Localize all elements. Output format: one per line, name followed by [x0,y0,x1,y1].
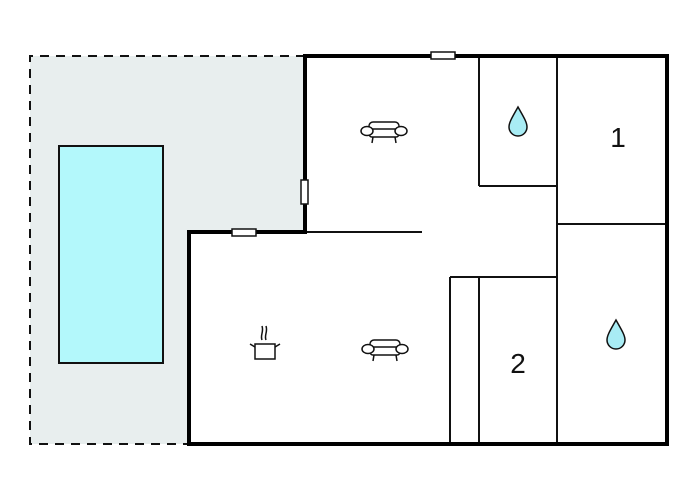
water-drop-icon [606,318,626,350]
terrace-dashed-border [29,55,305,445]
armchair-icon [361,339,409,362]
armchair-icon [360,121,408,144]
exterior-walls [187,54,669,446]
window-top [430,51,456,60]
bedroom-1-label: 1 [610,122,626,153]
window-step [231,228,257,237]
house-interior [189,56,667,444]
pool [58,145,164,364]
interior-walls [305,56,667,444]
window-left-upper [300,179,309,205]
water-drop-icon [508,105,528,137]
bedroom-2-label: 2 [510,348,526,379]
cooking-pot-icon [249,325,281,360]
